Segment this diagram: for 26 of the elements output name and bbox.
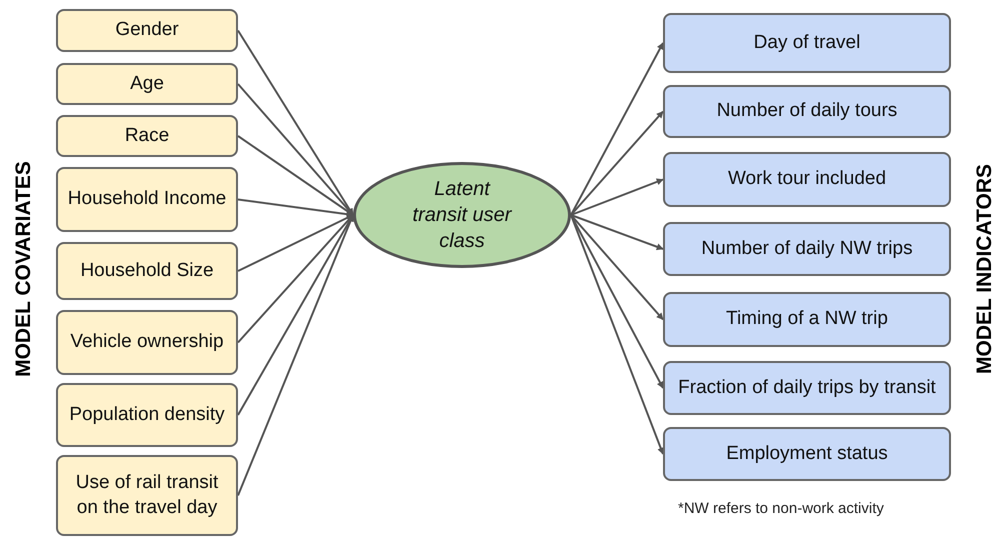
indicator-box: Employment status (663, 427, 951, 481)
indicator-box: Timing of a NW trip (663, 292, 951, 347)
arrow (570, 178, 664, 216)
covariate-box: Household Size (56, 242, 238, 300)
indicator-box: Number of daily tours (663, 85, 951, 138)
covariate-box: Use of rail transit on the travel day (56, 455, 238, 536)
indicator-box: Number of daily NW trips (663, 222, 951, 276)
covariate-box: Household Income (56, 167, 238, 232)
latent-class-ellipse: Latent transit user class (353, 162, 571, 268)
covariate-box: Race (56, 115, 238, 157)
indicator-box: Day of travel (663, 13, 951, 73)
axis-heading: MODEL COVARIATES (12, 161, 36, 377)
arrow (237, 83, 354, 216)
arrow (570, 42, 664, 216)
arrow (237, 214, 354, 344)
covariate-box: Vehicle ownership (56, 310, 238, 375)
indicator-box: Work tour included (663, 152, 951, 207)
arrow (570, 214, 664, 250)
indicator-box: Fraction of daily trips by transit (663, 361, 951, 415)
footnote: *NW refers to non-work activity (678, 500, 884, 517)
covariate-box: Age (56, 63, 238, 105)
axis-heading: MODEL INDICATORS (973, 164, 997, 374)
arrow (570, 110, 664, 216)
arrow (570, 214, 664, 320)
covariate-box: Gender (56, 9, 238, 52)
covariate-box: Population density (56, 383, 238, 447)
